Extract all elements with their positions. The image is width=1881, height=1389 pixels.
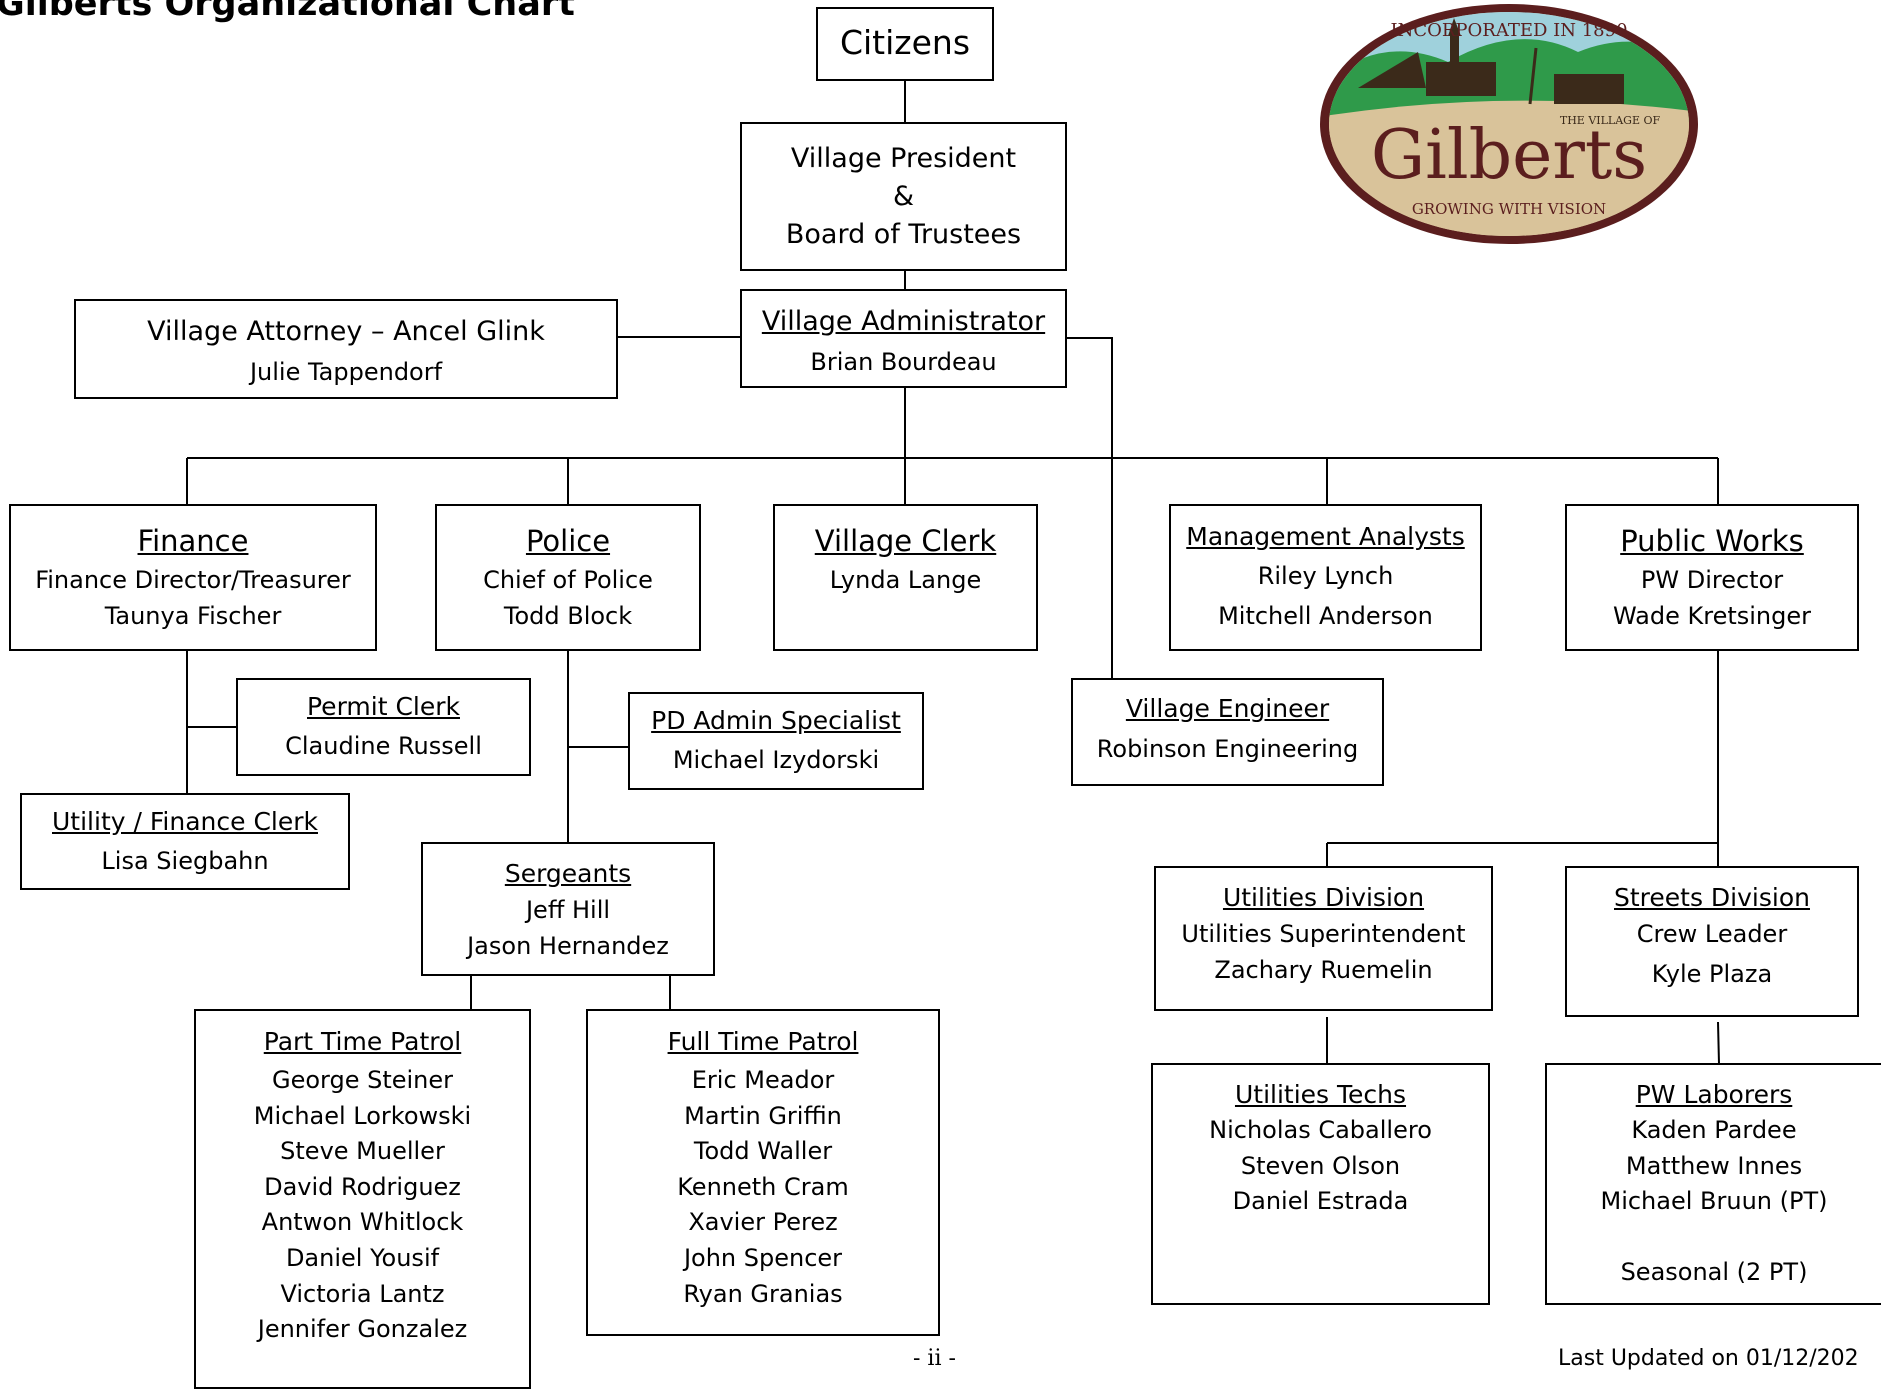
node-part-time-patrol: Part Time Patrol George Steiner Michael …: [194, 1009, 531, 1389]
node-engineer-heading: Village Engineer: [1125, 694, 1330, 723]
node-pw-laborers: PW Laborers Kaden Pardee Matthew Innes M…: [1545, 1063, 1881, 1305]
node-police-name: Todd Block: [503, 602, 633, 630]
node-utility-finance-clerk-name: Lisa Siegbahn: [101, 847, 269, 875]
node-sergeants-name-2: Jason Hernandez: [467, 932, 669, 960]
node-attorney-name: Julie Tappendorf: [249, 358, 443, 386]
node-public-works-heading: Public Works: [1620, 524, 1804, 558]
node-streets-division-heading: Streets Division: [1614, 883, 1810, 912]
node-village-attorney: Village Attorney – Ancel Glink Julie Tap…: [74, 299, 618, 399]
node-engineer-name: Robinson Engineering: [1096, 735, 1359, 763]
part-time-patrol-member: Victoria Lantz: [280, 1279, 445, 1308]
connector-administrator-engineer: [1065, 337, 1113, 680]
node-police-role: Chief of Police: [483, 566, 653, 594]
node-utilities-division-heading: Utilities Division: [1222, 883, 1425, 912]
node-sergeants-name-1: Jeff Hill: [525, 896, 611, 924]
node-president-line3: Board of Trustees: [785, 219, 1022, 250]
node-streets-division: Streets Division Crew Leader Kyle Plaza: [1565, 866, 1859, 1017]
node-sergeants: Sergeants Jeff Hill Jason Hernandez: [421, 842, 715, 976]
pw-laborer-member: Kaden Pardee: [1631, 1116, 1797, 1144]
node-village-clerk: Village Clerk Lynda Lange: [773, 504, 1038, 651]
part-time-patrol-member: Antwon Whitlock: [261, 1208, 464, 1237]
node-analysts-name-1: Riley Lynch: [1257, 562, 1394, 590]
part-time-patrol-member: George Steiner: [271, 1066, 454, 1094]
node-full-time-patrol: Full Time Patrol Eric Meador Martin Grif…: [586, 1009, 940, 1336]
node-analysts-name-2: Mitchell Anderson: [1218, 602, 1433, 630]
node-utilities-division-name: Zachary Ruemelin: [1214, 956, 1433, 984]
village-seal-logo: INCORPORATED IN 1890 THE VILLAGE OF Gilb…: [1320, 4, 1698, 244]
full-time-patrol-member: Xavier Perez: [688, 1208, 838, 1237]
node-public-works: Public Works PW Director Wade Kretsinger: [1565, 504, 1859, 651]
node-utilities-division-role: Utilities Superintendent: [1181, 920, 1466, 948]
full-time-patrol-member: Martin Griffin: [684, 1101, 842, 1130]
node-utilities-techs-heading: Utilities Techs: [1234, 1080, 1407, 1109]
utilities-tech-member: Nicholas Caballero: [1209, 1116, 1432, 1144]
page-number: - ii -: [913, 1346, 956, 1371]
node-permit-clerk-name: Claudine Russell: [285, 732, 482, 760]
node-clerk-heading: Village Clerk: [814, 524, 997, 558]
pw-laborer-note: Seasonal (2 PT): [1620, 1257, 1808, 1286]
node-management-analysts: Management Analysts Riley Lynch Mitchell…: [1169, 504, 1482, 651]
node-clerk-name: Lynda Lange: [829, 566, 982, 594]
part-time-patrol-member: Jennifer Gonzalez: [257, 1315, 468, 1344]
utilities-tech-member: Daniel Estrada: [1232, 1187, 1409, 1216]
part-time-patrol-member: Steve Mueller: [280, 1137, 445, 1166]
node-finance-role: Finance Director/Treasurer: [35, 566, 351, 594]
utilities-tech-member: Steven Olson: [1240, 1151, 1401, 1180]
node-pw-laborers-heading: PW Laborers: [1635, 1080, 1793, 1109]
node-police: Police Chief of Police Todd Block: [435, 504, 701, 651]
logo-bottom-text: GROWING WITH VISION: [1412, 200, 1606, 218]
node-attorney-line1: Village Attorney – Ancel Glink: [147, 316, 545, 347]
node-utilities-techs: Utilities Techs Nicholas Caballero Steve…: [1151, 1063, 1490, 1305]
node-president-line1: Village President: [790, 143, 1017, 174]
part-time-patrol-member: Michael Lorkowski: [253, 1101, 472, 1130]
node-administrator-heading: Village Administrator: [761, 306, 1046, 337]
full-time-patrol-member: John Spencer: [683, 1243, 843, 1272]
part-time-patrol-member: David Rodriguez: [264, 1172, 461, 1201]
node-administrator-name: Brian Bourdeau: [810, 348, 997, 376]
node-pd-admin-name: Michael Izydorski: [672, 746, 880, 774]
node-village-president: Village President & Board of Trustees: [740, 122, 1067, 271]
node-utilities-division: Utilities Division Utilities Superintend…: [1154, 866, 1493, 1011]
logo-top-text: INCORPORATED IN 1890: [1390, 20, 1627, 41]
node-village-engineer: Village Engineer Robinson Engineering: [1071, 678, 1384, 786]
page-title: Gilberts Organizational Chart: [0, 0, 575, 24]
node-citizens: Citizens: [816, 7, 994, 81]
pw-laborer-member: Michael Bruun (PT): [1600, 1187, 1828, 1216]
node-pd-admin-specialist: PD Admin Specialist Michael Izydorski: [628, 692, 924, 790]
full-time-patrol-member: Todd Waller: [693, 1137, 833, 1166]
logo-name: Gilberts: [1371, 116, 1647, 195]
node-utility-finance-clerk-heading: Utility / Finance Clerk: [52, 807, 318, 836]
part-time-patrol-member: Daniel Yousif: [285, 1243, 440, 1272]
node-president-line2: &: [892, 181, 915, 212]
node-finance: Finance Finance Director/Treasurer Tauny…: [9, 504, 377, 651]
node-utility-finance-clerk: Utility / Finance Clerk Lisa Siegbahn: [20, 793, 350, 890]
node-citizens-label: Citizens: [839, 23, 971, 62]
full-time-patrol-member: Eric Meador: [691, 1066, 835, 1094]
node-streets-division-role: Crew Leader: [1636, 920, 1788, 948]
node-finance-heading: Finance: [137, 524, 249, 558]
node-analysts-heading: Management Analysts: [1186, 522, 1465, 551]
last-updated: Last Updated on 01/12/202: [1558, 1346, 1859, 1371]
full-time-patrol-member: Ryan Granias: [683, 1279, 843, 1308]
node-pd-admin-heading: PD Admin Specialist: [651, 706, 901, 735]
node-public-works-role: PW Director: [1640, 566, 1784, 594]
node-village-administrator: Village Administrator Brian Bourdeau: [740, 289, 1067, 388]
node-police-heading: Police: [525, 524, 611, 558]
connector-streets-division-laborers: [1717, 1021, 1720, 1065]
node-public-works-name: Wade Kretsinger: [1612, 602, 1812, 630]
node-full-time-patrol-heading: Full Time Patrol: [667, 1027, 859, 1056]
node-finance-name: Taunya Fischer: [104, 602, 282, 630]
logo-small-text: THE VILLAGE OF: [1560, 114, 1661, 127]
node-permit-clerk-heading: Permit Clerk: [307, 692, 460, 721]
pw-laborer-member: Matthew Innes: [1625, 1151, 1803, 1180]
full-time-patrol-member: Kenneth Cram: [677, 1172, 849, 1201]
node-part-time-patrol-heading: Part Time Patrol: [263, 1027, 462, 1056]
node-streets-division-name: Kyle Plaza: [1651, 960, 1773, 988]
node-sergeants-heading: Sergeants: [504, 859, 632, 888]
node-permit-clerk: Permit Clerk Claudine Russell: [236, 678, 531, 776]
